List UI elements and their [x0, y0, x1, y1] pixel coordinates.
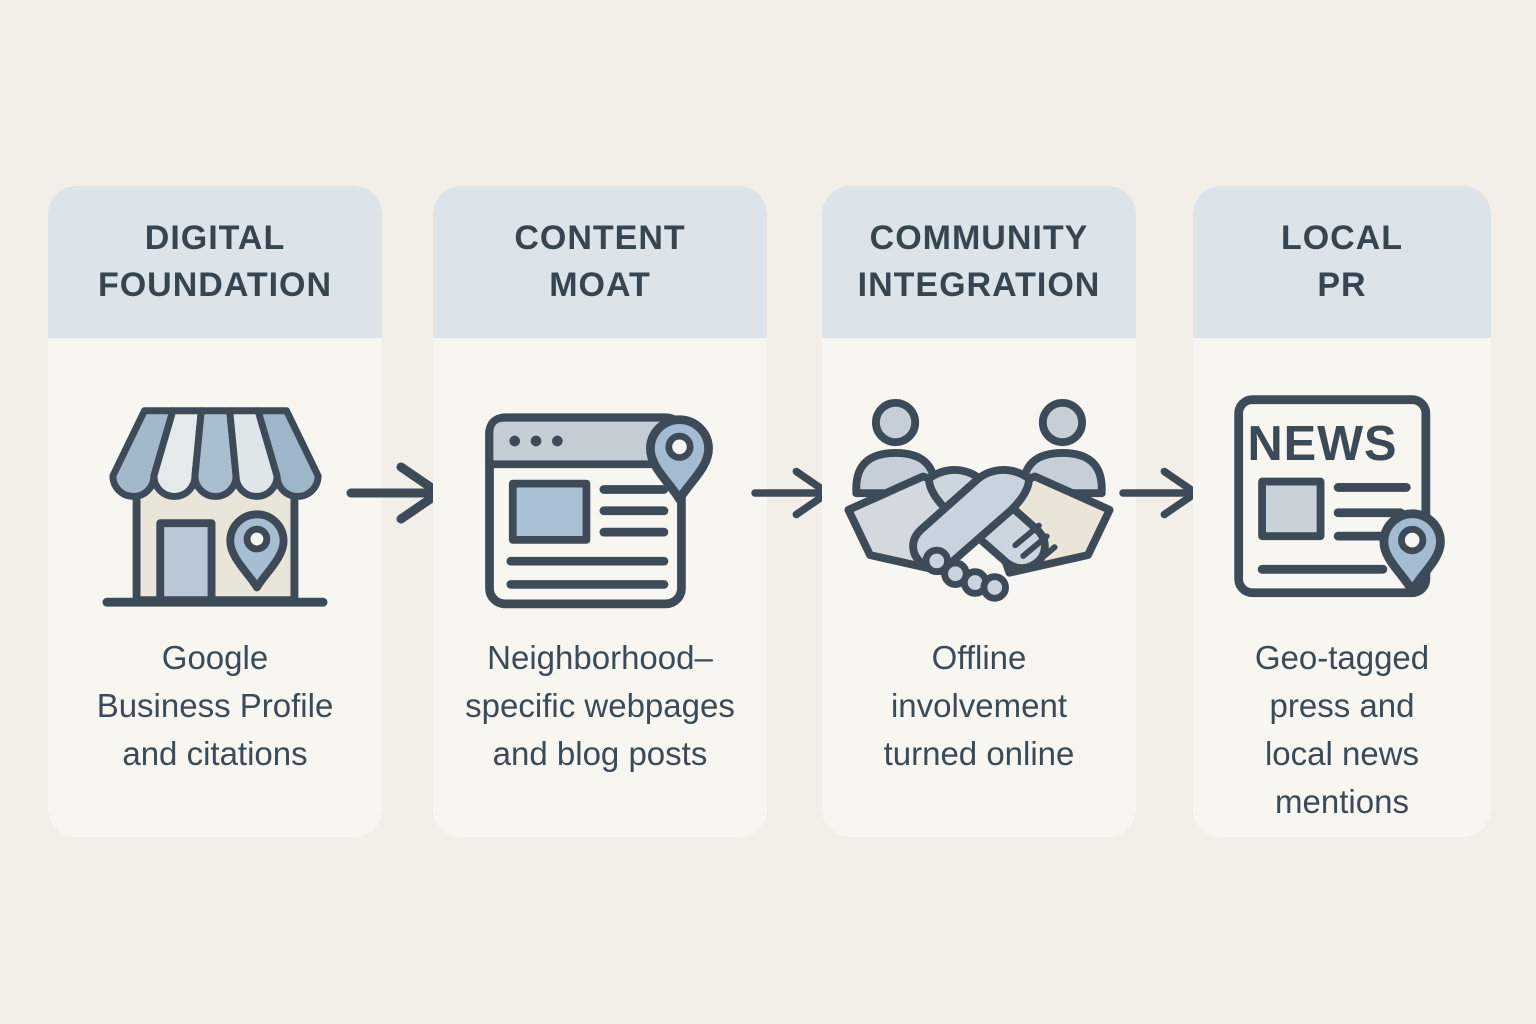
location-pin-icon	[1379, 509, 1445, 596]
storefront-icon	[102, 407, 328, 607]
right-arrow-icon	[1119, 467, 1200, 519]
text-lines	[506, 485, 669, 589]
handshake-icon	[844, 398, 1114, 602]
step-title: COMMUNITY INTEGRATION	[857, 219, 1101, 304]
step-card-community-integration: COMMUNITY INTEGRATION Offline involvemen…	[822, 186, 1136, 837]
step-caption: Offline involvement turned online	[883, 639, 1075, 772]
step-header: COMMUNITY INTEGRATION	[822, 186, 1136, 338]
step-header: LOCAL PR	[1193, 186, 1491, 338]
step-caption: Google Business Profile and citations	[96, 639, 334, 772]
step-caption: Neighborhood– specific webpages and blog…	[465, 639, 735, 772]
step-card-content-moat: CONTENT MOAT	[433, 186, 767, 837]
newspaper-with-location-pin-icon: NEWS	[1219, 378, 1465, 630]
step-title: LOCAL PR	[1280, 219, 1404, 304]
step-card-digital-foundation: DIGITAL FOUNDATION	[48, 186, 382, 837]
finger-lines	[1012, 522, 1058, 570]
location-pin-icon	[646, 415, 713, 504]
browser-dots	[509, 435, 563, 447]
image-placeholder	[508, 479, 591, 544]
step-header: DIGITAL FOUNDATION	[48, 186, 382, 338]
text-lines	[1257, 483, 1411, 574]
knuckles	[922, 546, 1009, 602]
step-title: DIGITAL FOUNDATION	[97, 219, 333, 304]
handshake-icon	[836, 378, 1122, 630]
image-placeholder	[1258, 477, 1325, 541]
news-masthead: NEWS	[1247, 417, 1397, 471]
location-pin-icon	[226, 510, 288, 592]
webpage-icon	[485, 413, 713, 609]
newspaper-icon: NEWS	[1234, 395, 1445, 598]
webpage-with-location-pin-icon	[474, 378, 726, 630]
step-card-local-pr: LOCAL PR NEWS Geo-tag	[1193, 186, 1491, 837]
step-title: CONTENT MOAT	[514, 219, 686, 304]
storefront-with-location-pin-icon	[99, 378, 331, 630]
step-caption: Geo-tagged press and local news mentions	[1254, 639, 1430, 820]
awning	[109, 407, 322, 500]
step-header: CONTENT MOAT	[433, 186, 767, 338]
